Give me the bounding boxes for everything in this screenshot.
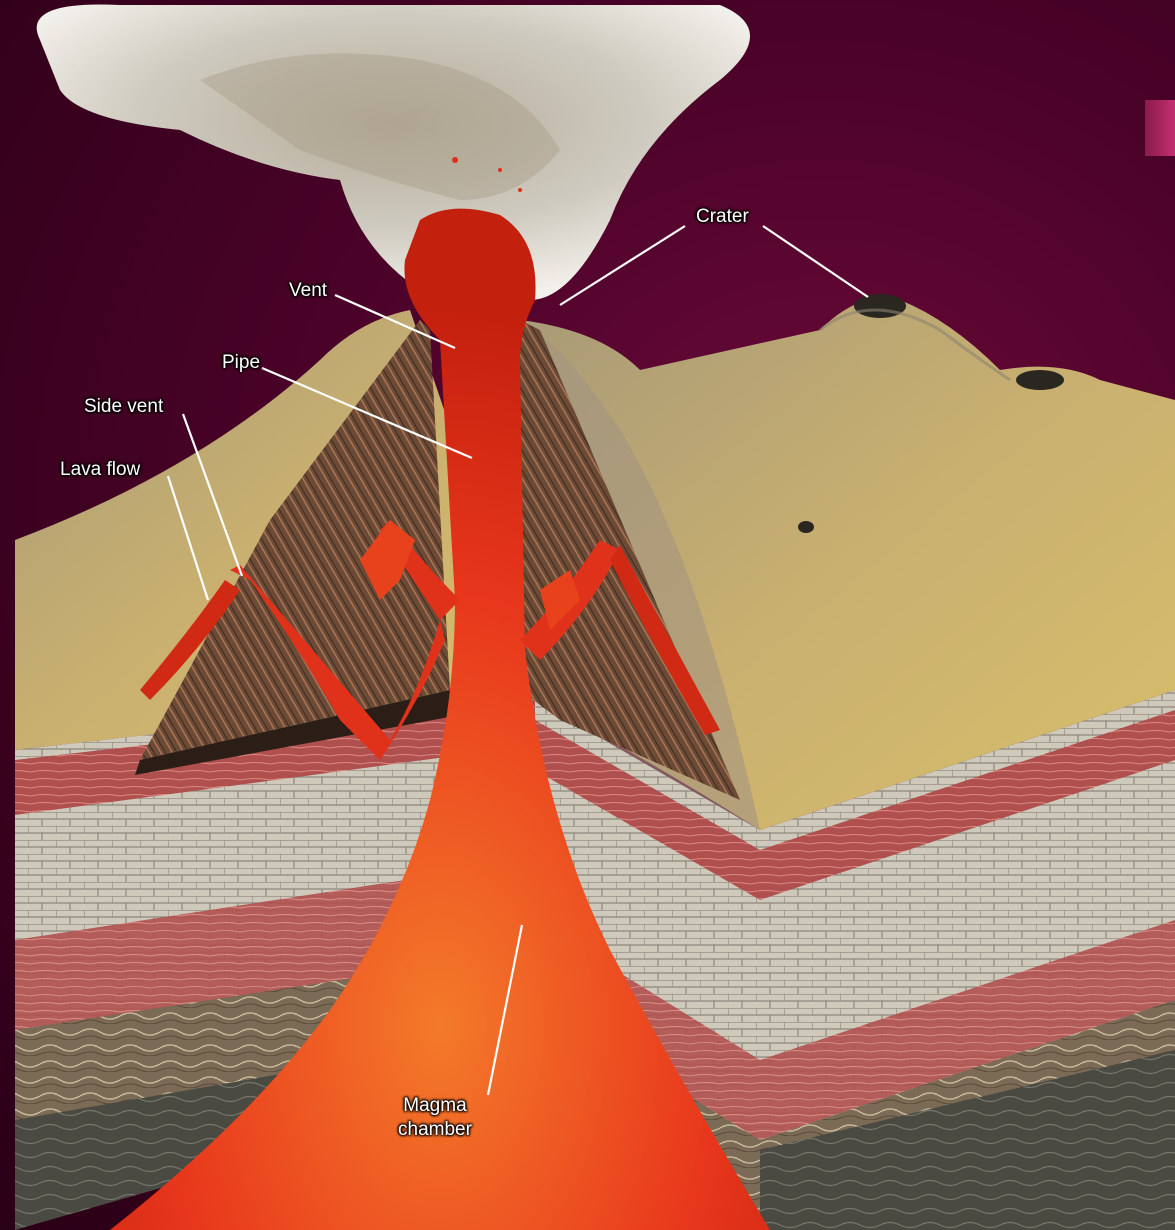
label-vent: Vent: [289, 279, 327, 303]
label-side-vent: Side vent: [84, 395, 163, 419]
label-magma-chamber: Magma chamber: [398, 1094, 472, 1142]
label-crater: Crater: [696, 205, 749, 229]
label-magma-line2: chamber: [398, 1118, 472, 1142]
label-magma-line1: Magma: [398, 1094, 472, 1118]
label-pipe: Pipe: [222, 351, 260, 375]
secondary-crater-1: [854, 294, 906, 318]
secondary-crater-2: [1016, 370, 1064, 390]
label-lava-flow: Lava flow: [60, 458, 140, 482]
ash-cloud: [37, 4, 750, 300]
leader-crater: [763, 226, 868, 297]
